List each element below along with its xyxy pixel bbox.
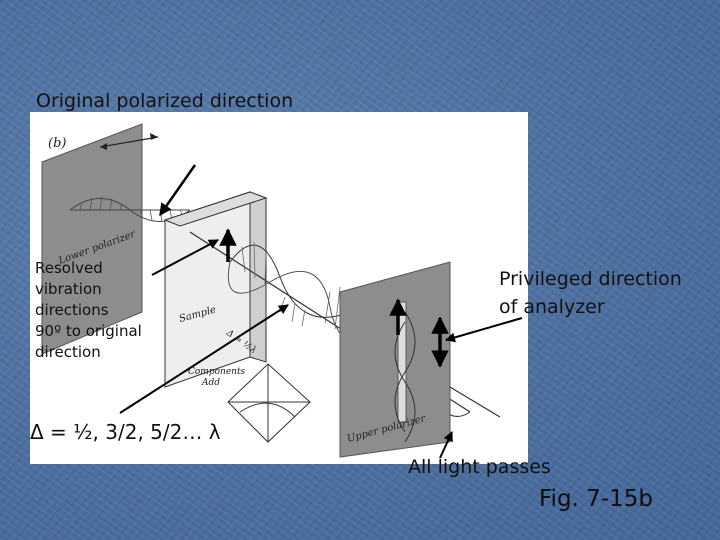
retardation-formula-label: Δ = ½, 3/2, 5/2… λ xyxy=(30,420,221,444)
privileged-direction-label: Privileged direction of analyzer xyxy=(499,265,682,321)
original-direction-pointer-arrow xyxy=(160,165,195,215)
figure-reference-label: Fig. 7-15b xyxy=(539,486,653,512)
all-light-passes-label: All light passes xyxy=(408,456,551,478)
original-polarized-direction-label: Original polarized direction xyxy=(36,90,293,112)
passes-pointer-arrow xyxy=(440,432,452,458)
resolved-pointer-arrow-upper xyxy=(152,240,218,275)
resolved-vibration-label: Resolved vibration directions 90º to ori… xyxy=(35,258,142,363)
privileged-pointer-arrow xyxy=(446,318,522,340)
delta-pointer-arrow xyxy=(120,305,288,413)
